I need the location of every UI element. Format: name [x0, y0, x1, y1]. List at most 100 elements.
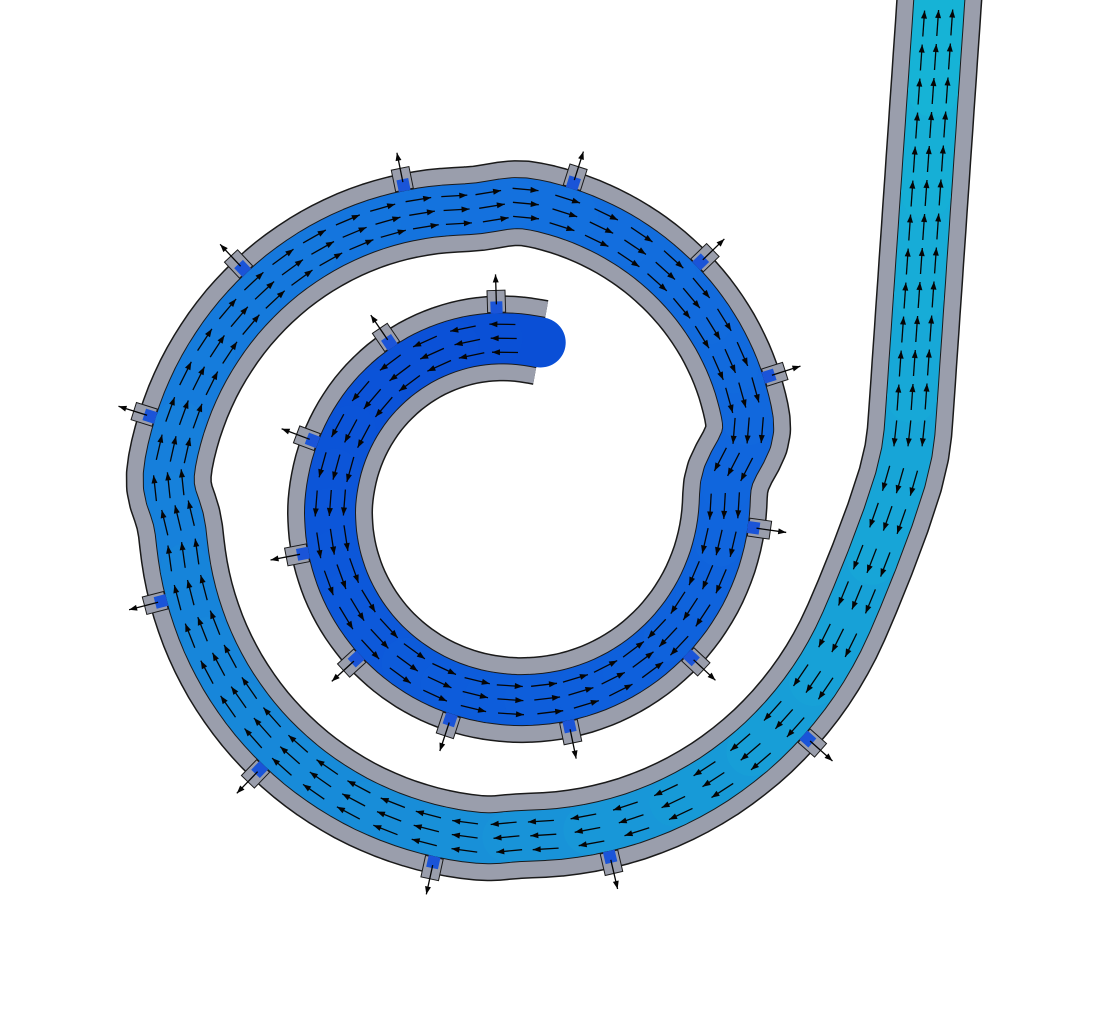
vector-head — [357, 612, 365, 621]
velocity-vector — [183, 437, 192, 464]
vector-head — [701, 545, 707, 554]
vector-head — [624, 684, 633, 691]
vector-head — [500, 216, 509, 222]
vector-head — [255, 272, 264, 280]
vector-head — [375, 408, 383, 417]
vector-head — [895, 384, 902, 393]
velocity-vector — [151, 475, 158, 502]
velocity-vector — [792, 664, 809, 687]
port-vector-head — [395, 152, 402, 162]
velocity-vector — [724, 348, 737, 374]
vector-head — [496, 202, 505, 209]
velocity-vector — [909, 383, 916, 411]
vector-head — [930, 281, 937, 290]
velocity-vector — [341, 793, 366, 807]
velocity-vector — [490, 335, 517, 342]
velocity-vector — [173, 584, 182, 611]
velocity-vector — [568, 686, 594, 696]
velocity-vector — [612, 801, 638, 811]
vector-head — [351, 214, 360, 221]
velocity-vector — [932, 247, 939, 274]
vector-head — [831, 643, 839, 653]
vector-head — [669, 813, 678, 820]
velocity-vector — [923, 179, 930, 207]
velocity-vector — [817, 677, 834, 700]
velocity-vector — [281, 259, 304, 276]
velocity-vector — [166, 545, 173, 572]
vector-head — [330, 546, 337, 555]
port-vector-head — [578, 151, 584, 161]
vector-head — [397, 229, 406, 236]
vector-head — [285, 249, 294, 257]
velocity-vector — [209, 610, 221, 636]
velocity-vector — [738, 382, 747, 408]
velocity-vector — [464, 676, 490, 685]
vector-head — [881, 482, 888, 491]
port-vector-head — [777, 528, 787, 535]
vector-head — [925, 349, 932, 358]
vector-head — [413, 340, 422, 347]
vector-head — [496, 848, 505, 855]
vector-head — [199, 575, 206, 584]
port-vector-head — [492, 274, 499, 283]
velocity-vector — [751, 377, 760, 403]
vector-head — [346, 473, 352, 482]
vector-head — [390, 629, 398, 638]
velocity-vector — [919, 420, 926, 447]
vector-head — [818, 691, 826, 700]
vector-head — [193, 538, 200, 547]
velocity-vector — [921, 213, 928, 241]
velocity-vector — [329, 528, 337, 555]
velocity-vector — [946, 43, 953, 70]
vector-head — [659, 638, 667, 647]
velocity-vector — [302, 783, 325, 800]
vector-head — [240, 306, 248, 315]
vector-head — [317, 230, 326, 237]
velocity-vector — [155, 434, 164, 461]
velocity-vector — [911, 146, 918, 173]
vector-head — [565, 225, 575, 231]
velocity-vector — [916, 78, 923, 105]
vector-head — [336, 806, 346, 814]
velocity-vector — [609, 683, 633, 697]
vector-head — [584, 687, 594, 693]
velocity-vector — [900, 316, 906, 343]
vector-head — [364, 239, 374, 246]
velocity-vector — [243, 271, 264, 291]
vector-head — [347, 780, 356, 788]
vector-head — [422, 195, 432, 202]
velocity-vector — [928, 315, 935, 342]
vector-head — [883, 522, 889, 531]
velocity-vector — [279, 746, 301, 765]
velocity-vector — [688, 560, 700, 586]
velocity-vector — [879, 552, 891, 577]
vector-head — [914, 316, 921, 325]
velocity-vector — [513, 215, 540, 221]
velocity-vector — [230, 306, 249, 328]
vector-head — [937, 179, 944, 188]
vector-head — [386, 203, 396, 210]
port-vector-head — [281, 428, 291, 435]
vector-head — [205, 328, 212, 338]
velocity-vector — [942, 111, 949, 138]
velocity-vector — [916, 281, 923, 309]
vector-head — [658, 283, 667, 291]
velocity-vector — [272, 248, 294, 266]
velocity-vector — [490, 820, 517, 827]
velocity-vector — [907, 214, 913, 241]
vector-head — [173, 505, 180, 514]
port-opening — [295, 546, 310, 561]
velocity-vector — [482, 216, 509, 223]
velocity-vector — [192, 403, 203, 429]
velocity-vector — [318, 452, 327, 478]
outlet-port — [680, 647, 716, 681]
vector-head — [490, 335, 499, 342]
velocity-vector — [705, 317, 721, 340]
velocity-vector — [363, 388, 382, 410]
outlet-port — [760, 361, 801, 387]
vector-head — [391, 216, 401, 223]
velocity-vector — [895, 384, 902, 411]
velocity-vector — [584, 234, 609, 248]
vector-head — [806, 684, 813, 693]
vector-head — [928, 112, 935, 121]
